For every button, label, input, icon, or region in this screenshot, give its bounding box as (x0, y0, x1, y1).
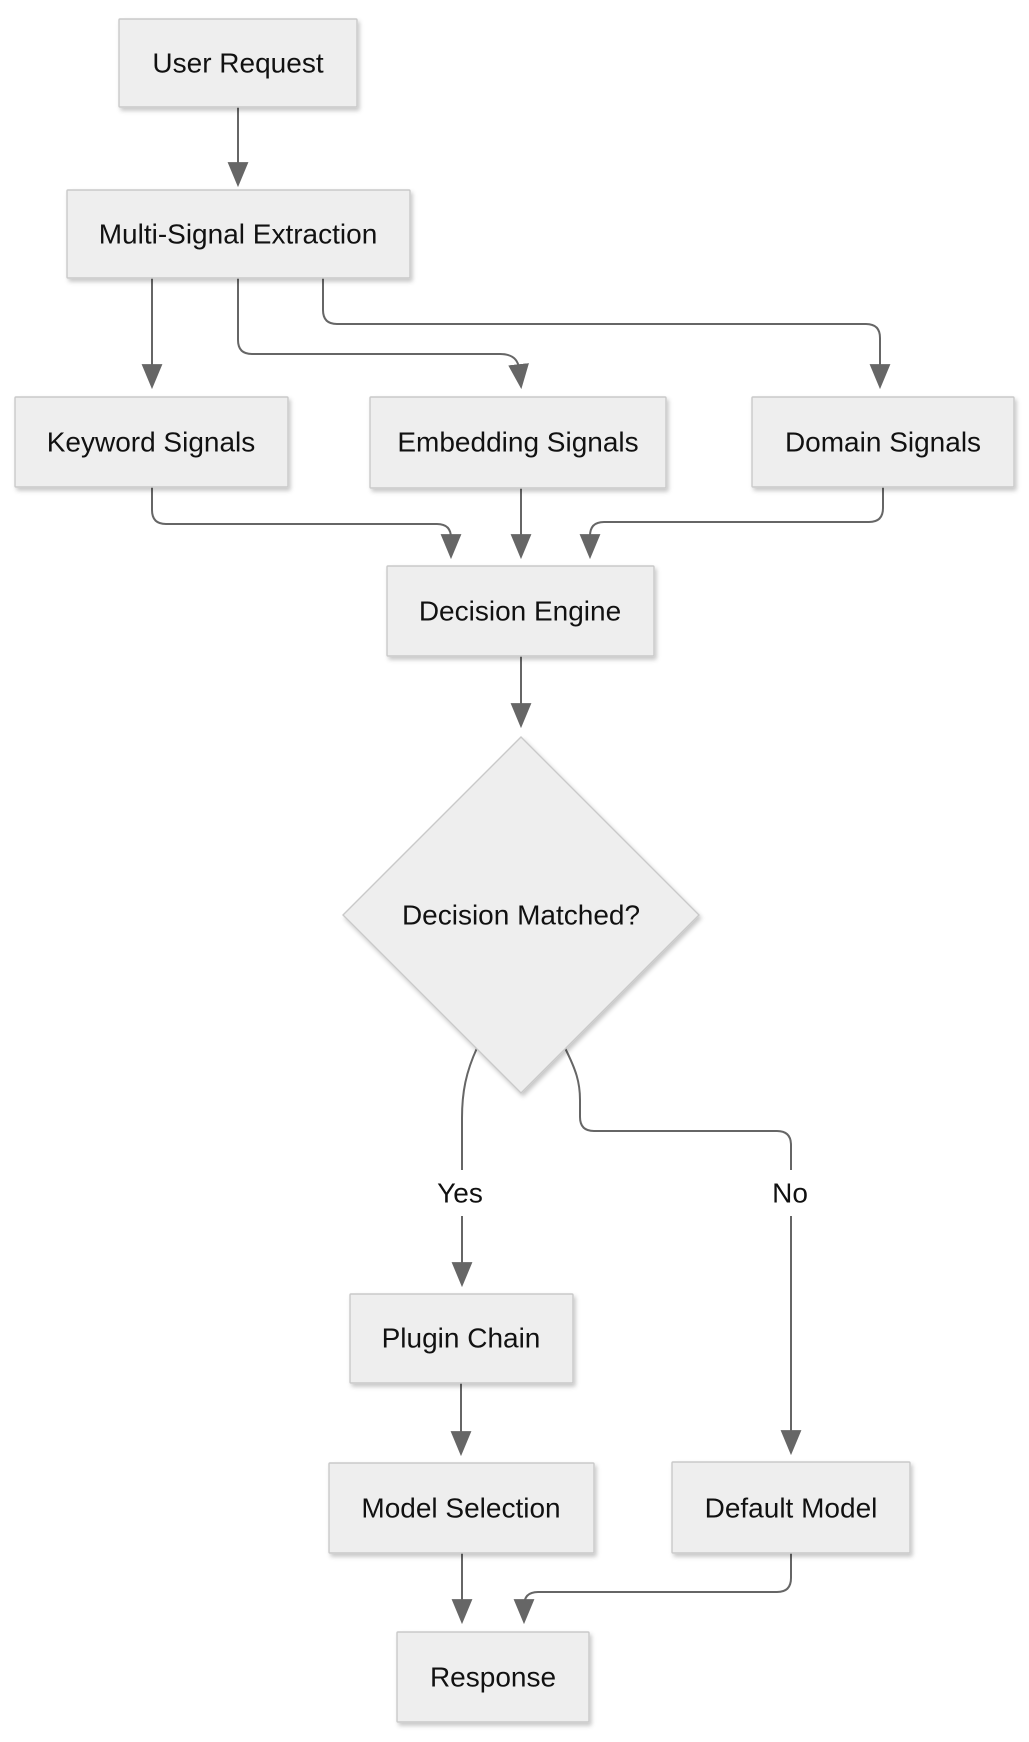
edge-label-no-text: No (772, 1178, 808, 1209)
node-multi-signal-extraction-label: Multi-Signal Extraction (99, 219, 378, 250)
node-decision-engine-box (386, 565, 655, 657)
node-multi-signal-extraction: Multi-Signal Extraction (66, 189, 411, 279)
node-keyword-signals-box (14, 396, 289, 488)
node-decision-engine-label: Decision Engine (419, 596, 621, 627)
node-decision-matched: Decision Matched? (342, 736, 700, 1094)
edge-label-yes-background (426, 1170, 494, 1216)
node-model-selection-label: Model Selection (361, 1493, 560, 1524)
node-embedding-signals: Embedding Signals (369, 396, 667, 489)
node-decision-engine: Decision Engine (386, 565, 655, 657)
node-plugin-chain-box (349, 1293, 574, 1384)
edge-multi-signal-extraction-to-embedding-signals (237, 278, 529, 390)
node-domain-signals-label: Domain Signals (785, 427, 981, 458)
node-default-model: Default Model (671, 1461, 911, 1554)
node-response-box (396, 1631, 590, 1723)
node-user-request-box (118, 18, 358, 108)
node-default-model-label: Default Model (705, 1493, 878, 1524)
node-embedding-signals-box (369, 396, 667, 489)
node-response-label: Response (430, 1662, 556, 1693)
edge-label-no: No (762, 1170, 820, 1216)
node-default-model-box (671, 1461, 911, 1554)
edge-decision-matched-to-plugin-chain (451, 1047, 478, 1288)
node-decision-matched-label: Decision Matched? (402, 900, 640, 931)
node-model-selection: Model Selection (328, 1462, 595, 1554)
edge-decision-matched-to-default-model (564, 1047, 802, 1456)
edge-default-model-to-response (513, 1553, 792, 1625)
node-decision-matched-diamond (342, 736, 700, 1094)
node-user-request: User Request (118, 18, 358, 108)
edge-multi-signal-extraction-to-domain-signals (322, 278, 891, 390)
node-response: Response (396, 1631, 590, 1723)
edge-domain-signals-to-decision-engine (579, 487, 884, 560)
edge-layer (141, 107, 891, 1625)
node-embedding-signals-label: Embedding Signals (397, 427, 638, 458)
node-keyword-signals: Keyword Signals (14, 396, 289, 488)
edge-label-no-background (762, 1170, 820, 1216)
node-domain-signals-box (751, 396, 1015, 488)
edge-label-yes-text: Yes (437, 1178, 483, 1209)
edge-keyword-signals-to-decision-engine (151, 487, 462, 560)
node-plugin-chain-label: Plugin Chain (382, 1323, 541, 1354)
node-multi-signal-extraction-box (66, 189, 411, 279)
node-user-request-label: User Request (152, 48, 323, 79)
node-model-selection-box (328, 1462, 595, 1554)
node-domain-signals: Domain Signals (751, 396, 1015, 488)
edge-label-yes: Yes (426, 1170, 494, 1216)
node-keyword-signals-label: Keyword Signals (47, 427, 256, 458)
node-plugin-chain: Plugin Chain (349, 1293, 574, 1384)
